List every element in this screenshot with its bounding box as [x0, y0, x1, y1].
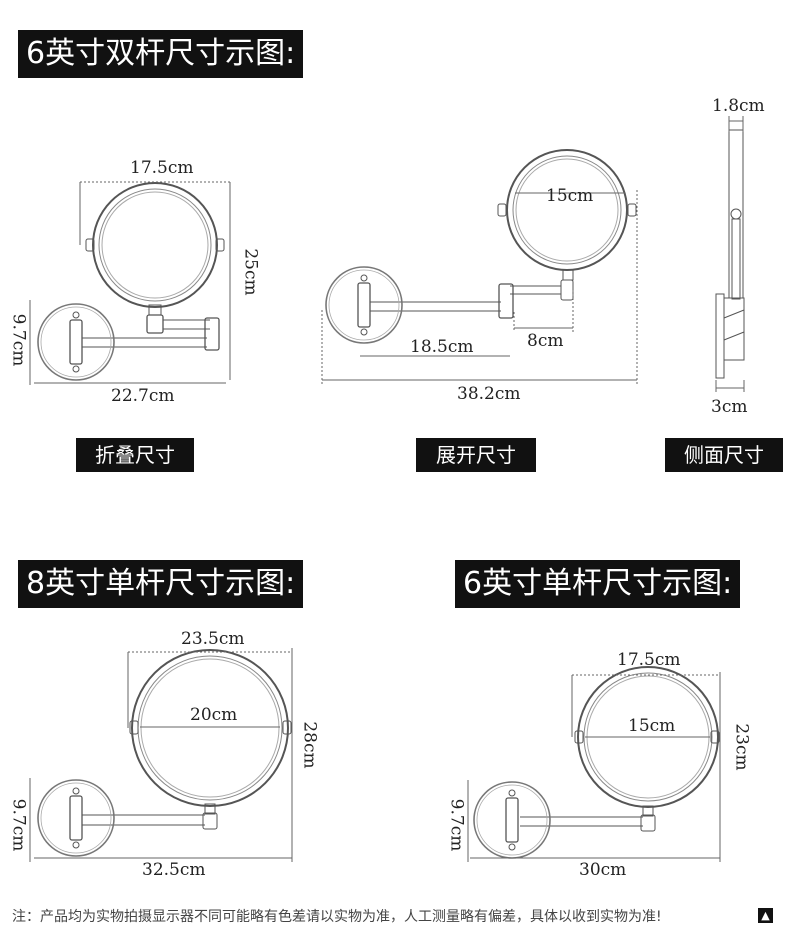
side-tag: 侧面尺寸 — [665, 438, 783, 472]
unfolded-total-label: 38.2cm — [457, 384, 521, 404]
six-width-label: 17.5cm — [617, 650, 681, 670]
eight-height-label: 28cm — [299, 721, 320, 769]
six-double-title: 6英寸双杆尺寸示图: — [18, 30, 304, 78]
eight-total-label: 32.5cm — [142, 860, 206, 880]
up-arrow-icon[interactable]: ▲ — [758, 908, 773, 923]
folded-height-label: 25cm — [240, 248, 261, 296]
folded-plate-label: 9.7cm — [8, 313, 29, 367]
footer-note: 注：产品均为实物拍摄显示器不同可能略有色差请以实物为准，人工测量略有偏差，具体以… — [12, 909, 662, 925]
folded-tag: 折叠尺寸 — [76, 438, 194, 472]
eight-mirror-label: 20cm — [190, 705, 238, 725]
six-plate-label: 9.7cm — [446, 798, 467, 852]
eight-plate-label: 9.7cm — [8, 798, 29, 852]
unfolded-mirror-label: 15cm — [546, 186, 594, 206]
six-height-label: 23cm — [731, 723, 752, 771]
eight-inch-wall-plate — [37, 779, 115, 857]
eight-inch-mirror — [82, 649, 292, 830]
unfolded-arm-label: 18.5cm — [410, 337, 474, 357]
side-view — [715, 129, 745, 379]
side-base-label: 3cm — [711, 397, 748, 417]
folded-width-label: 17.5cm — [130, 158, 194, 178]
unfolded-mirror — [370, 149, 637, 319]
folded-depth-label: 22.7cm — [111, 386, 175, 406]
unfolded-wall-plate — [325, 266, 403, 344]
six-single-title: 6英寸单杆尺寸示图: — [455, 560, 741, 608]
side-thickness-label: 1.8cm — [712, 96, 765, 116]
six-inch-wall-plate — [473, 781, 551, 859]
six-mirror-label: 15cm — [628, 716, 676, 736]
eight-single-title: 8英寸单杆尺寸示图: — [18, 560, 304, 608]
six-total-label: 30cm — [579, 860, 627, 880]
eight-width-label: 23.5cm — [181, 629, 245, 649]
folded-wall-plate — [37, 303, 115, 381]
six-inch-mirror — [520, 666, 720, 832]
unfolded-joint-label: 8cm — [527, 331, 564, 351]
folded-mirror — [82, 182, 225, 351]
unfolded-tag: 展开尺寸 — [416, 438, 536, 472]
